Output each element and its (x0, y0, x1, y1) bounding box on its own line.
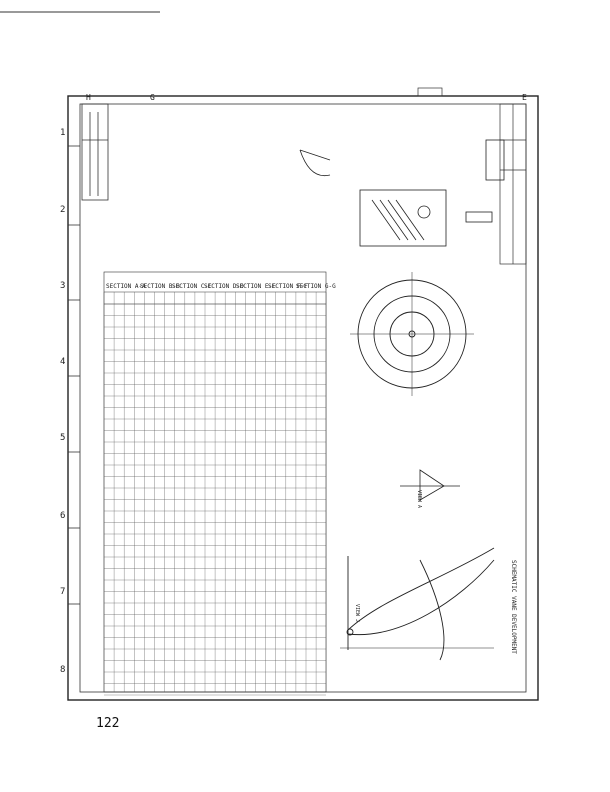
grid-label: G (150, 93, 155, 102)
grid-label: 7 (60, 587, 65, 597)
page-number: 122 (96, 716, 120, 731)
vane-development (340, 547, 495, 661)
outer-frame (67, 95, 539, 701)
grid-label: 8 (60, 665, 65, 675)
inner-frame (79, 103, 527, 693)
section-header: SECTION F-F (268, 283, 308, 290)
detail-view (299, 139, 505, 247)
note-text: SCHEMATIC VANE DEVELOPMENT (510, 560, 517, 654)
grid-row-labels: H G E (86, 93, 527, 102)
table-grid (103, 292, 327, 696)
title-block-left (81, 103, 109, 201)
grid-label: 3 (60, 281, 65, 291)
view-label: VIEW A (416, 490, 422, 508)
grid-label: 5 (60, 433, 65, 443)
grid-label: 6 (60, 511, 65, 521)
grid-label: 2 (60, 205, 65, 215)
section-header: SECTION B-B (140, 283, 180, 290)
grid-label: H (86, 93, 91, 102)
view-label: VIEW J (354, 604, 360, 622)
table-section-headers: SECTION A-A SECTION B-B SECTION C-C SECT… (106, 283, 336, 290)
revision-block (417, 87, 527, 265)
grid-ticks (68, 145, 80, 605)
section-header: SECTION E-E (236, 283, 276, 290)
section-header: SECTION C-C (172, 283, 212, 290)
grid-column-labels: 1 2 3 4 5 6 7 8 (60, 128, 65, 675)
cone-view (400, 469, 460, 501)
section-header: SECTION G-G (296, 283, 336, 290)
grid-label: 4 (60, 357, 65, 367)
grid-label: E (522, 93, 527, 102)
concentric-circle-view (350, 272, 474, 396)
section-header: SECTION D-D (204, 283, 244, 290)
section-header: SECTION A-A (106, 283, 146, 290)
grid-label: 1 (60, 128, 65, 138)
